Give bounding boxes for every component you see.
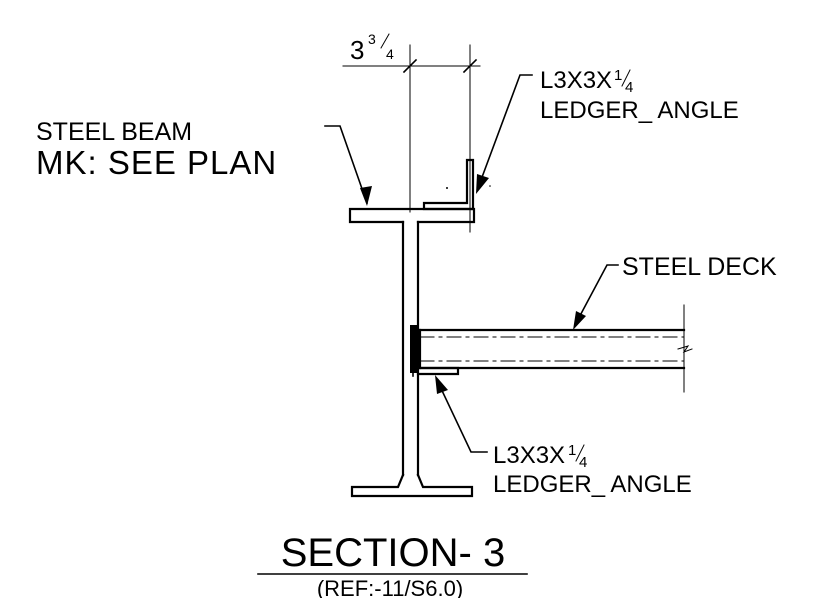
bottom-ledger-name: LEDGER_ ANGLE [493,471,692,498]
bottom-ledger-fraction-numerator: 1 [568,442,576,459]
bottom-ledger-leader-arrow [435,375,448,394]
bottom-ledger-leader [435,378,488,453]
beam-label-leader-arrow [360,186,372,206]
deck-label: STEEL DECK [622,253,777,281]
section-reference: (REF:-11/S6.0) [317,576,463,598]
top-ledger-label: L3X3X 1 4 LEDGER_ ANGLE [540,67,739,124]
bottom-ledger-size: L3X3X [493,442,565,469]
steel-beam [348,207,476,498]
dimension-fraction-denominator: 4 [386,46,394,62]
deck-label-leader-arrow [573,311,586,330]
dimension-fraction-bar [380,33,390,49]
steel-deck [410,304,693,393]
top-ledger-leader [476,74,533,190]
leaders [324,74,619,453]
beam-label-line2: MK: SEE PLAN [36,144,277,181]
top-ledger-fraction-bar [621,69,631,87]
deck-break-mark [677,345,693,354]
top-ledger-size: L3X3X [540,67,612,94]
dimension-tick-left [402,58,418,74]
bottom-ledger-angle-shape [416,366,460,376]
dimension-3-3-4: 3 3 4 [342,31,481,233]
bottom-ledger-label: L3X3X 1 4 LEDGER_ ANGLE [493,442,692,498]
top-ledger-angle [422,158,491,211]
top-ledger-fraction-numerator: 1 [614,67,622,84]
top-ledger-name: LEDGER_ ANGLE [540,97,739,124]
top-ledger-mark [489,185,491,187]
bottom-ledger-fraction-denominator: 4 [579,454,587,471]
bottom-ledger-angle [412,366,460,377]
bottom-ledger-fraction-bar [575,444,585,462]
beam-label-line1: STEEL BEAM [36,118,192,146]
beam-label-leader [324,125,369,205]
dimension-tick-right [462,58,478,74]
deck-label-leader [573,264,619,327]
top-ledger-fraction-denominator: 4 [625,79,633,96]
top-ledger-bolt-mark [446,187,448,189]
deck-connection-plate [410,325,417,373]
dimension-fraction-numerator: 3 [368,31,376,47]
dimension-whole: 3 [350,35,364,65]
beam-bottom-flange [350,473,474,498]
beam-top-flange [348,207,476,224]
top-ledger-angle-shape [422,158,475,211]
top-ledger-leader-arrow [476,174,489,194]
section-title: SECTION- 3 [281,531,505,575]
